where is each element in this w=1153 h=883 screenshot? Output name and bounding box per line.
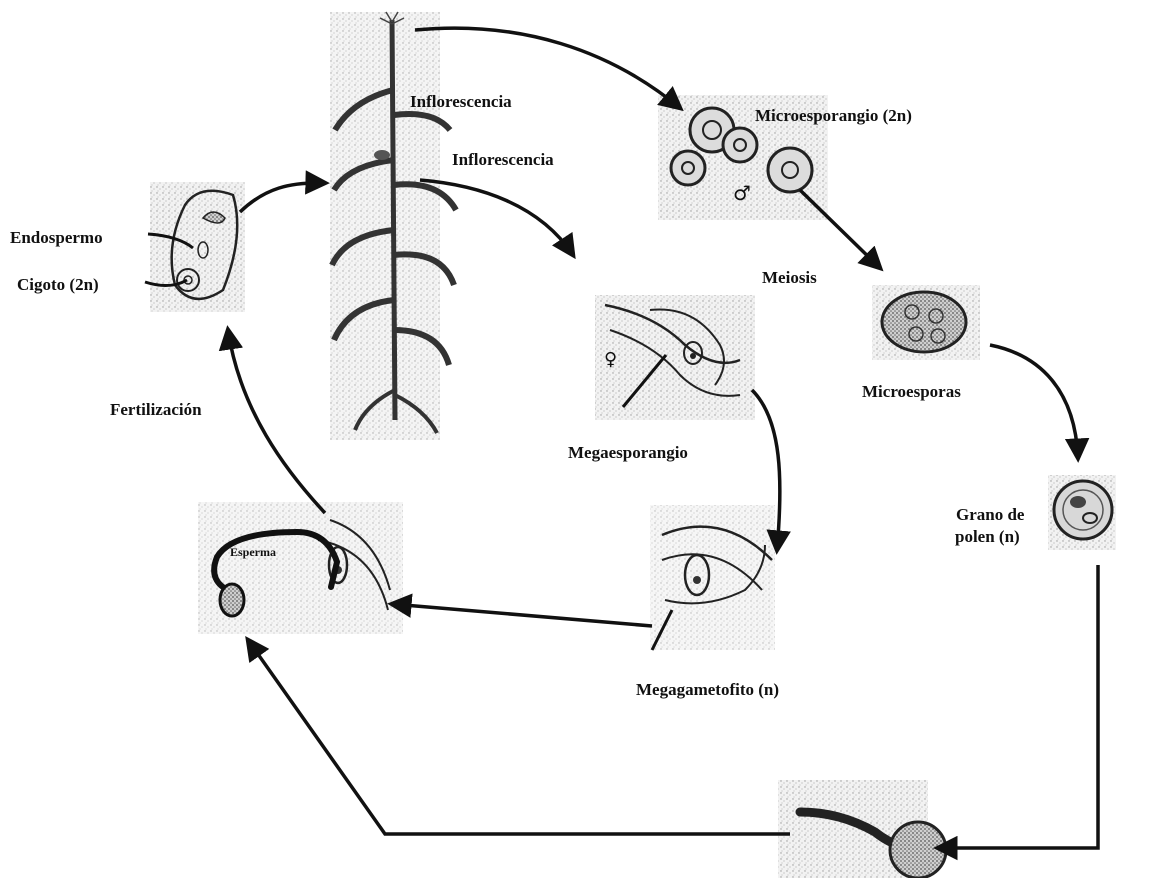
label-endospermo: Endospermo — [10, 228, 103, 248]
germinating-pollen-illustration — [778, 780, 946, 878]
megagametophyte-illustration — [650, 505, 775, 650]
arrow-pollen-to-germination — [938, 565, 1098, 848]
label-megagametofito: Megagametofito (n) — [636, 680, 779, 700]
female-symbol: ♀ — [604, 349, 617, 370]
male-symbol: ♂ — [733, 181, 751, 205]
arrow-microspores-to-pollen — [990, 345, 1078, 458]
arrow-seed-to-plant — [240, 183, 325, 212]
label-inflorescencia-2: Inflorescencia — [452, 150, 554, 170]
label-microesporas: Microesporas — [862, 382, 961, 402]
label-inflorescencia-1: Inflorescencia — [410, 92, 512, 112]
arrow-germination-to-fertilization — [248, 640, 790, 834]
label-polen-n: polen (n) — [955, 527, 1020, 547]
seed-illustration — [150, 182, 245, 312]
label-meiosis: Meiosis — [762, 268, 817, 288]
label-esperma: Esperma — [230, 546, 276, 560]
arrow-megagametophyte-to-fertilization — [392, 604, 652, 626]
label-megaesporangio: Megaesporangio — [568, 443, 688, 463]
megasporangium-illustration: ♀ — [595, 295, 755, 420]
label-cigoto: Cigoto (2n) — [17, 275, 99, 295]
pollen-grain-illustration — [1048, 475, 1116, 550]
corn-plant-illustration — [330, 12, 456, 440]
fertilization-illustration — [198, 502, 403, 634]
label-microesporangio: Microesporangio (2n) — [755, 106, 912, 126]
arrow-microsporangium-to-microspores — [800, 190, 880, 268]
microspores-illustration — [872, 285, 980, 360]
label-grano-de: Grano de — [956, 505, 1024, 525]
label-fertilizacion: Fertilización — [110, 400, 202, 420]
arrow-fertilization-to-seed — [228, 330, 325, 513]
